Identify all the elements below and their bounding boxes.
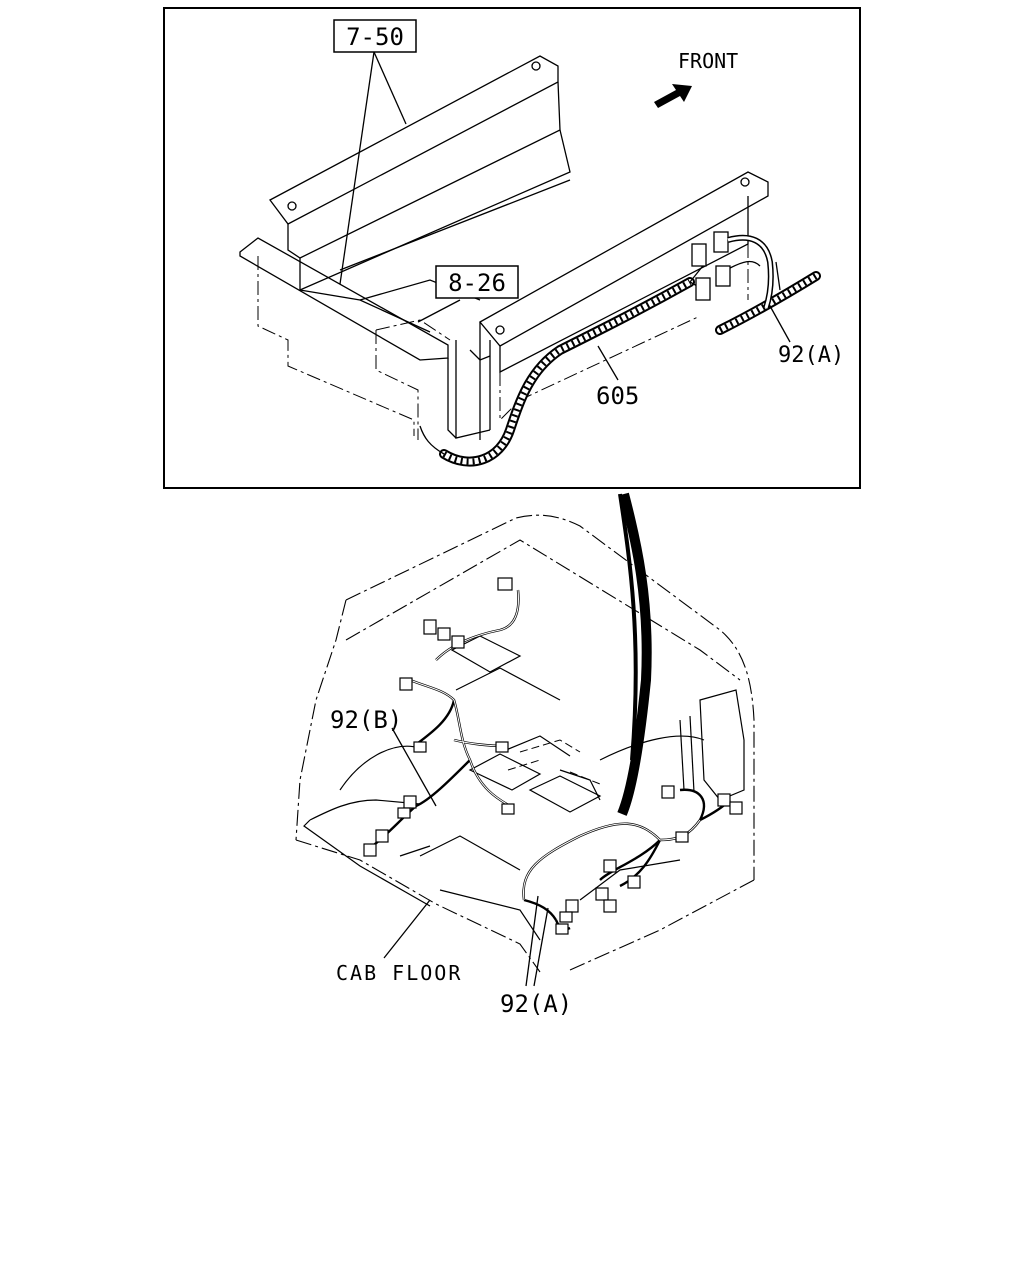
console-hidden-lines — [257, 244, 749, 440]
ref-box-8-26 — [435, 265, 519, 299]
ref-label-8-26: 8-26 — [448, 269, 506, 297]
arrow-icon — [654, 84, 692, 108]
cab-interior — [303, 635, 745, 941]
connectors-92b — [363, 577, 515, 857]
cab-floor-hidden — [507, 739, 601, 785]
console-box — [239, 55, 769, 440]
front-label: FRONT — [678, 49, 738, 73]
connectors-92a — [555, 785, 743, 935]
part-label-605: 605 — [596, 382, 639, 410]
harness-605 — [419, 277, 695, 467]
connector-group-top — [689, 231, 731, 301]
harness-92a-top — [715, 234, 821, 335]
detail-callout-leader — [617, 492, 652, 816]
leader-lines-bottom — [383, 727, 549, 987]
ref-box-7-50 — [333, 19, 417, 53]
part-label-92a-top: 92(A) — [778, 343, 844, 368]
cab-floor-label: CAB FLOOR — [336, 961, 462, 985]
cab-hidden-outline — [295, 514, 755, 973]
part-label-92b: 92(B) — [330, 706, 402, 734]
detail-frame — [163, 7, 861, 489]
leader-lines-top — [339, 51, 791, 381]
part-label-92a-bottom: 92(A) — [500, 990, 572, 1018]
ref-label-7-50: 7-50 — [346, 23, 404, 51]
